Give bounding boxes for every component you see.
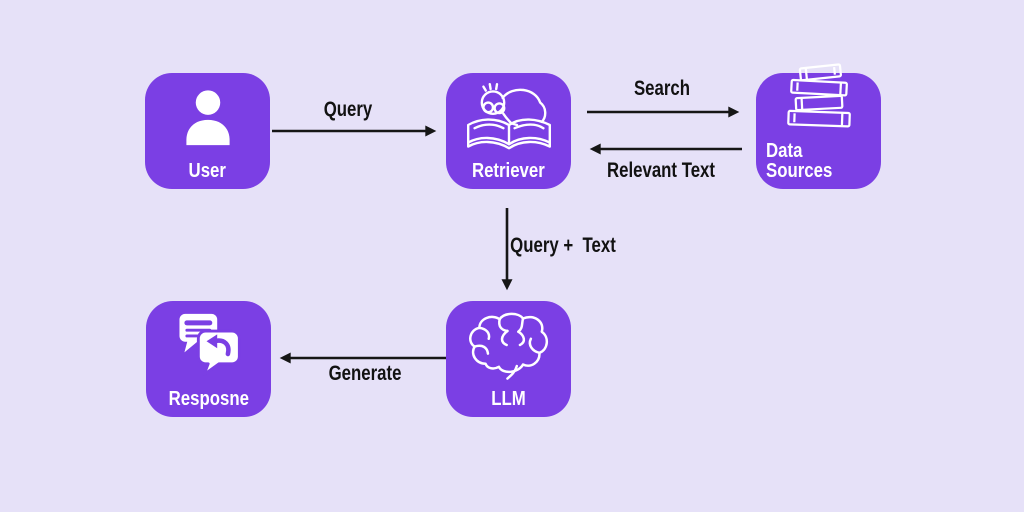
edge-label-relevant-text: Relevant Text	[607, 159, 715, 182]
edge-label-generate: Generate	[328, 362, 402, 385]
node-llm-label: LLM	[491, 388, 526, 410]
node-user-label: User	[188, 160, 227, 182]
chat-bubbles-icon	[146, 301, 271, 389]
node-data-sources-label: Data Sources	[766, 140, 833, 182]
node-user: User	[145, 73, 270, 189]
brain-icon	[446, 301, 571, 389]
edge-label-query: Query	[323, 98, 373, 121]
node-llm: LLM	[446, 301, 571, 417]
node-retriever-label: Retriever	[472, 160, 545, 182]
node-retriever: Retriever	[446, 73, 571, 189]
user-icon	[145, 73, 270, 161]
node-data-sources: Data Sources	[756, 63, 881, 189]
node-response: Resposne	[146, 301, 271, 417]
books-stack-icon	[756, 59, 881, 141]
edge-label-search: Search	[633, 77, 691, 100]
reading-person-icon	[446, 73, 571, 161]
edge-label-query-text: Query + Text	[510, 234, 616, 257]
node-response-label: Resposne	[168, 388, 249, 410]
